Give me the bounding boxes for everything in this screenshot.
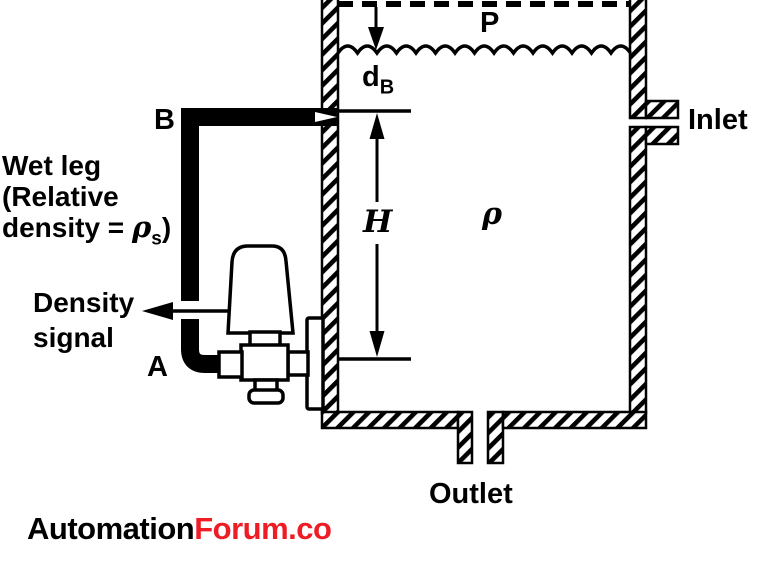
tank-bottom-wall-left [320,410,460,430]
wet-leg-pipe-upper [181,108,337,301]
liquid-surface-wave [336,44,632,57]
depth-subscript: B [379,76,395,99]
tank-density-label: ρ [482,197,502,232]
outlet-stub-right-wall [486,410,505,465]
brand-secondary: Forum.co [194,511,332,546]
pipe-wall-penetration-notch [315,112,337,122]
transmitter-head [226,244,295,335]
surface-arrowhead-icon [368,27,384,50]
wet-leg-note-close-paren: ) [161,212,172,243]
transmitter-assembly [217,244,325,411]
tank-right-wall-upper [628,0,648,120]
h-dimension [369,113,385,357]
inlet-label: Inlet [688,104,748,136]
outlet-stub-left-wall [456,410,474,465]
tank-right-wall-lower [628,125,648,415]
surface-arrow [368,7,384,50]
h-arrowhead-up-icon [369,113,385,139]
wet-leg-pipe-lower-elbow [181,319,228,373]
transmitter-valve-body [239,343,290,382]
tank-bottom-wall-right [501,410,648,430]
pressure-label: P [480,7,500,39]
tank-walls [320,0,680,465]
inlet-stub-lower-wall [644,125,680,146]
wet-leg-note: Wet leg (Relative density = ρs) [2,150,171,255]
wet-leg-note-line3-text: density = [2,212,132,243]
h-arrowhead-down-icon [369,331,385,357]
density-signal-arrow [142,302,228,320]
wet-leg-density-symbol: ρ [131,210,152,244]
brand-watermark: AutomationForum.co [27,511,332,547]
density-signal-line1: Density [33,287,135,318]
tap-a-label: A [147,351,168,383]
depth-db-label: dB [362,63,394,98]
density-signal-line2: signal [33,322,114,353]
wet-leg-note-line1: Wet leg [2,150,102,181]
tap-b-label: B [154,104,175,136]
transmitter-process-stub [286,350,310,377]
brand-primary: Automation [27,511,195,546]
drain-valve-handle [247,388,285,405]
wet-leg-note-line2: (Relative [2,181,119,212]
height-dimension-label: H [363,204,393,240]
wet-leg-fitting-nut [217,350,244,379]
outlet-label: Outlet [429,478,513,510]
density-signal-label: Density signal [33,285,134,355]
wet-leg-pipe [181,108,337,373]
density-signal-arrowhead-icon [142,302,173,320]
wet-leg-density-subscript: s [151,228,162,250]
inlet-stub-upper-wall [644,99,680,120]
wet-leg-note-line3: density = ρs) [2,212,171,255]
depth-symbol: d [362,61,380,93]
